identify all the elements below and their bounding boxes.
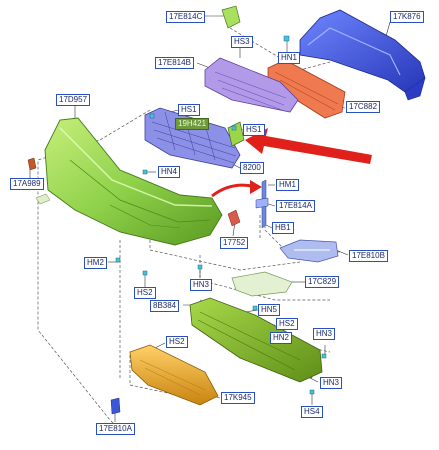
callout-17A989[interactable]: 17A989 xyxy=(10,178,44,190)
bracket-17E814A xyxy=(255,179,269,229)
callout-19H421[interactable]: 19H421 xyxy=(175,118,210,130)
callout-HS4[interactable]: HS4 xyxy=(301,406,323,418)
red-arrow xyxy=(245,128,372,164)
fog-bracket-17A989 xyxy=(27,157,51,205)
callout-HN5[interactable]: HN5 xyxy=(258,304,281,316)
callout-HS1-upper[interactable]: HS1 xyxy=(178,104,200,116)
callout-17K945[interactable]: 17K945 xyxy=(221,392,255,404)
callout-HS3[interactable]: HS3 xyxy=(231,36,253,48)
callout-17C882[interactable]: 17C882 xyxy=(346,101,381,113)
upper-grille-17E814B xyxy=(204,57,299,113)
callout-HN1[interactable]: HN1 xyxy=(278,52,301,64)
callout-HN3-lower[interactable]: HN3 xyxy=(320,377,343,389)
callout-HM2[interactable]: HM2 xyxy=(84,257,107,269)
callout-HS2-left[interactable]: HS2 xyxy=(134,287,156,299)
bracket-17E810A xyxy=(110,397,121,415)
callout-8B384[interactable]: 8B384 xyxy=(150,300,180,312)
callout-HN2[interactable]: HN2 xyxy=(270,332,293,344)
callout-HB1[interactable]: HB1 xyxy=(272,222,294,234)
trim-17C829 xyxy=(231,271,293,297)
lower-grille-8200 xyxy=(144,107,241,169)
callout-17E814A[interactable]: 17E814A xyxy=(276,200,315,212)
callout-HS2-lower[interactable]: HS2 xyxy=(166,336,188,348)
callout-8200[interactable]: 8200 xyxy=(240,162,264,174)
lower-panel-8B384 xyxy=(189,297,323,383)
callout-HS2-right[interactable]: HS2 xyxy=(276,318,298,330)
callout-17K876[interactable]: 17K876 xyxy=(390,11,424,23)
callout-HN3-top[interactable]: HN3 xyxy=(190,279,213,291)
callout-17E810A[interactable]: 17E810A xyxy=(96,423,135,435)
callout-HN3-right[interactable]: HN3 xyxy=(313,328,336,340)
callout-17C829[interactable]: 17C829 xyxy=(305,276,340,288)
reinforcement-beam-17K876 xyxy=(299,9,426,101)
callout-17752[interactable]: 17752 xyxy=(220,237,249,249)
callout-HS1-right[interactable]: HS1 xyxy=(243,124,265,136)
skid-plate-17K945 xyxy=(129,344,219,406)
bumper-cover-17D957 xyxy=(44,117,223,246)
lamp-cover-17E810B xyxy=(279,239,339,263)
curved-arrow xyxy=(211,180,262,198)
callout-17E814B[interactable]: 17E814B xyxy=(155,57,194,69)
callout-HN4[interactable]: HN4 xyxy=(158,166,181,178)
callout-17E814C[interactable]: 17E814C xyxy=(166,11,206,23)
callout-HM1[interactable]: HM1 xyxy=(276,179,299,191)
callout-17E810B[interactable]: 17E810B xyxy=(349,250,388,262)
callout-17D957[interactable]: 17D957 xyxy=(56,94,91,106)
clip-17752 xyxy=(227,209,241,227)
bracket-17E814C xyxy=(221,5,241,29)
